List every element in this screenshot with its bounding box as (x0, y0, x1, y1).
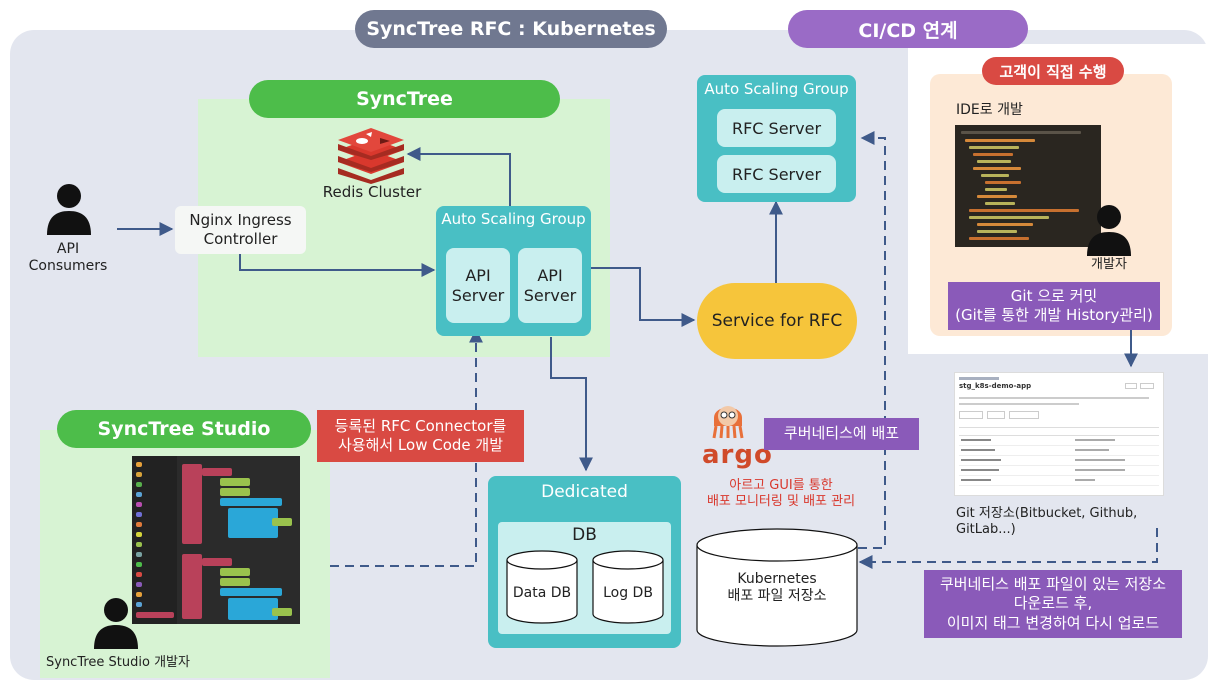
git-update-note: 쿠버네티스 배포 파일이 있는 저장소 다운로드 후, 이미지 태그 변경하여 … (924, 570, 1182, 638)
nginx-ingress-box: Nginx Ingress Controller (175, 206, 306, 254)
kubernetes-store-label: Kubernetes 배포 파일 저장소 (727, 570, 827, 605)
main-title: SyncTree RFC : Kubernetes (366, 18, 656, 40)
studio-screenshot (132, 456, 300, 624)
arrow-asg-redis (406, 147, 511, 206)
rfc-asg-label: Auto Scaling Group (704, 80, 849, 98)
customer-developer-icon (1086, 204, 1132, 256)
synctree-asg-label: Auto Scaling Group (441, 210, 586, 228)
synctree-title-pill: SyncTree (249, 80, 560, 118)
rfc-server-2: RFC Server (717, 155, 836, 193)
ide-screenshot (955, 125, 1101, 247)
customer-title: 고객이 직접 수행 (999, 62, 1107, 81)
synctree-title: SyncTree (356, 88, 453, 110)
arrow-nginx-asg (239, 254, 436, 277)
argo-logo-icon (706, 396, 750, 440)
api-server-1: API Server (446, 248, 510, 323)
dedicated-box: Dedicated DB Data DB Log DB (488, 476, 681, 648)
customer-title-pill: 고객이 직접 수행 (982, 57, 1124, 85)
redis-icon (334, 128, 408, 184)
connector-note: 등록된 RFC Connector를 사용해서 Low Code 개발 (317, 410, 524, 462)
studio-title: SyncTree Studio (97, 418, 271, 440)
rfc-server-1: RFC Server (717, 109, 836, 147)
dashed-k8s-rfc (858, 131, 886, 549)
main-title-pill: SyncTree RFC : Kubernetes (355, 10, 667, 48)
dashed-studio-api (330, 328, 483, 567)
customer-developer-label: 개발자 (1091, 256, 1127, 272)
studio-developer-label: SyncTree Studio 개발자 (46, 655, 190, 670)
db-box: DB Data DB Log DB (498, 522, 671, 634)
cicd-title-pill: CI/CD 연계 (788, 10, 1028, 48)
cicd-title: CI/CD 연계 (858, 19, 958, 42)
rfc-asg: Auto Scaling Group RFC Server RFC Server (697, 75, 856, 202)
git-repo-name: stg_k8s-demo-app (959, 382, 1032, 390)
db-title: DB (572, 525, 597, 545)
ide-label: IDE로 개발 (956, 102, 1023, 118)
argo-logo-text: argo (702, 440, 773, 470)
synctree-asg: Auto Scaling Group API Server API Server (436, 206, 591, 336)
kubernetes-store-cylinder: Kubernetes 배포 파일 저장소 (696, 528, 858, 648)
dedicated-title: Dedicated (541, 482, 628, 502)
data-db-cylinder: Data DB (506, 550, 578, 624)
deploy-tag: 쿠버네티스에 배포 (764, 418, 919, 450)
log-db-cylinder: Log DB (592, 550, 664, 624)
studio-developer-icon (93, 597, 139, 649)
studio-title-pill: SyncTree Studio (57, 410, 311, 448)
api-server-2: API Server (518, 248, 582, 323)
data-db-label: Data DB (512, 585, 572, 601)
log-db-label: Log DB (603, 585, 653, 601)
consumers-label: API Consumers (28, 240, 108, 275)
arrow-api-service (591, 267, 696, 327)
service-for-rfc: Service for RFC (697, 283, 857, 359)
dashed-git-k8s (858, 528, 1158, 569)
git-storage-label: Git 저장소(Bitbucket, Github, GitLab...) (956, 506, 1138, 538)
git-repo-screenshot: stg_k8s-demo-app (954, 372, 1164, 496)
commit-note: Git 으로 커밋 (Git를 통한 개발 History관리) (948, 282, 1160, 330)
consumer-person-icon (46, 183, 92, 235)
redis-label: Redis Cluster (322, 182, 422, 201)
argo-note: 아르고 GUI를 통한 배포 모니터링 및 배포 관리 (706, 477, 856, 509)
arrow-asg-dedicated (550, 337, 593, 472)
